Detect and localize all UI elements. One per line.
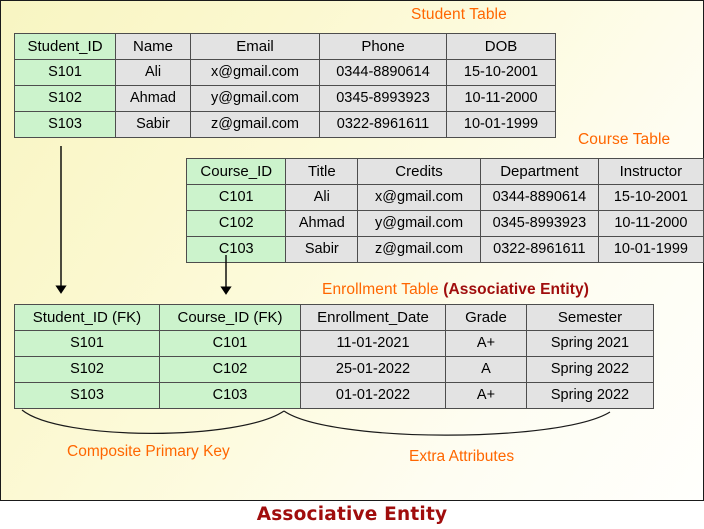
cell-grade: A+ — [445, 330, 527, 357]
header-cell-phone: Phone — [319, 33, 447, 60]
header-cell-student-id: Student_ID — [14, 33, 116, 60]
table-row: C102 Ahmad y@gmail.com 0345-8993923 10-1… — [185, 210, 704, 237]
label-extra-attributes: Extra Attributes — [409, 448, 515, 465]
cell-department: 0322-8961611 — [479, 236, 599, 263]
cell-email: y@gmail.com — [190, 85, 320, 112]
header-cell-email: Email — [190, 33, 320, 60]
label-composite-primary-key: Composite Primary Key — [67, 443, 230, 460]
header-cell-dob: DOB — [446, 33, 556, 60]
header-cell-title: Title — [285, 158, 359, 185]
cell-name: Sabir — [115, 111, 191, 138]
header-cell-semester: Semester — [526, 304, 654, 331]
header-cell-student-id-fk: Student_ID (FK) — [14, 304, 160, 331]
cell-student-id: S101 — [14, 59, 116, 86]
cell-student-id-fk: S102 — [14, 356, 160, 383]
cell-phone: 0345-8993923 — [319, 85, 447, 112]
table-header-row: Course_ID Title Credits Department Instr… — [185, 158, 704, 185]
cell-semester: Spring 2021 — [526, 330, 654, 357]
enrollment-caption-main: Enrollment Table — [322, 281, 444, 298]
cell-email: z@gmail.com — [190, 111, 320, 138]
cell-phone: 0322-8961611 — [319, 111, 447, 138]
cell-department: 0344-8890614 — [479, 184, 599, 211]
course-table-caption: Course Table — [578, 131, 671, 148]
enrollment-table-caption: Enrollment Table (Associative Entity) — [322, 281, 589, 299]
student-table: Student_ID Name Email Phone DOB S101 Ali… — [14, 33, 556, 138]
cell-title: Ali — [285, 184, 359, 211]
cell-name: Ali — [115, 59, 191, 86]
cell-dob: 10-11-2000 — [446, 85, 556, 112]
header-cell-name: Name — [115, 33, 191, 60]
table-header-row: Student_ID (FK) Course_ID (FK) Enrollmen… — [14, 304, 654, 331]
cell-dob: 10-01-1999 — [446, 111, 556, 138]
cell-course-id-fk: C101 — [159, 330, 301, 357]
cell-email: x@gmail.com — [190, 59, 320, 86]
bottom-caption: Associative Entity — [256, 504, 448, 525]
student-table-caption: Student Table — [411, 6, 507, 23]
cell-credits: y@gmail.com — [357, 210, 481, 237]
header-cell-instructor: Instructor — [597, 158, 704, 185]
cell-department: 0345-8993923 — [479, 210, 599, 237]
table-row: S103 C103 01-01-2022 A+ Spring 2022 — [14, 382, 654, 409]
cell-student-id: S103 — [14, 111, 116, 138]
cell-phone: 0344-8890614 — [319, 59, 447, 86]
header-cell-credits: Credits — [357, 158, 481, 185]
cell-dob: 15-10-2001 — [446, 59, 556, 86]
cell-grade: A+ — [445, 382, 527, 409]
cell-title: Sabir — [285, 236, 359, 263]
cell-instructor: 10-01-1999 — [597, 236, 704, 263]
cell-course-id: C102 — [185, 210, 287, 237]
table-row: S103 Sabir z@gmail.com 0322-8961611 10-0… — [14, 111, 556, 138]
header-cell-department: Department — [479, 158, 599, 185]
cell-course-id-fk: C103 — [159, 382, 301, 409]
cell-credits: z@gmail.com — [357, 236, 481, 263]
cell-instructor: 10-11-2000 — [597, 210, 704, 237]
header-cell-course-id: Course_ID — [185, 158, 287, 185]
table-row: C103 Sabir z@gmail.com 0322-8961611 10-0… — [185, 236, 704, 263]
table-header-row: Student_ID Name Email Phone DOB — [14, 33, 556, 60]
cell-name: Ahmad — [115, 85, 191, 112]
cell-instructor: 15-10-2001 — [597, 184, 704, 211]
cell-credits: x@gmail.com — [357, 184, 481, 211]
table-row: S102 Ahmad y@gmail.com 0345-8993923 10-1… — [14, 85, 556, 112]
course-table: Course_ID Title Credits Department Instr… — [185, 158, 704, 263]
cell-student-id: S102 — [14, 85, 116, 112]
header-cell-grade: Grade — [445, 304, 527, 331]
table-row: S101 C101 11-01-2021 A+ Spring 2021 — [14, 330, 654, 357]
table-row: C101 Ali x@gmail.com 0344-8890614 15-10-… — [185, 184, 704, 211]
cell-student-id-fk: S103 — [14, 382, 160, 409]
cell-course-id-fk: C102 — [159, 356, 301, 383]
cell-grade: A — [445, 356, 527, 383]
table-row: S102 C102 25-01-2022 A Spring 2022 — [14, 356, 654, 383]
cell-semester: Spring 2022 — [526, 356, 654, 383]
cell-student-id-fk: S101 — [14, 330, 160, 357]
header-cell-course-id-fk: Course_ID (FK) — [159, 304, 301, 331]
enrollment-caption-associative: (Associative Entity) — [443, 281, 590, 298]
cell-semester: Spring 2022 — [526, 382, 654, 409]
cell-course-id: C103 — [185, 236, 287, 263]
table-row: S101 Ali x@gmail.com 0344-8890614 15-10-… — [14, 59, 556, 86]
cell-enrollment-date: 11-01-2021 — [300, 330, 446, 357]
cell-enrollment-date: 25-01-2022 — [300, 356, 446, 383]
header-cell-enrollment-date: Enrollment_Date — [300, 304, 446, 331]
cell-enrollment-date: 01-01-2022 — [300, 382, 446, 409]
enrollment-table: Student_ID (FK) Course_ID (FK) Enrollmen… — [14, 304, 654, 409]
cell-course-id: C101 — [185, 184, 287, 211]
cell-title: Ahmad — [285, 210, 359, 237]
